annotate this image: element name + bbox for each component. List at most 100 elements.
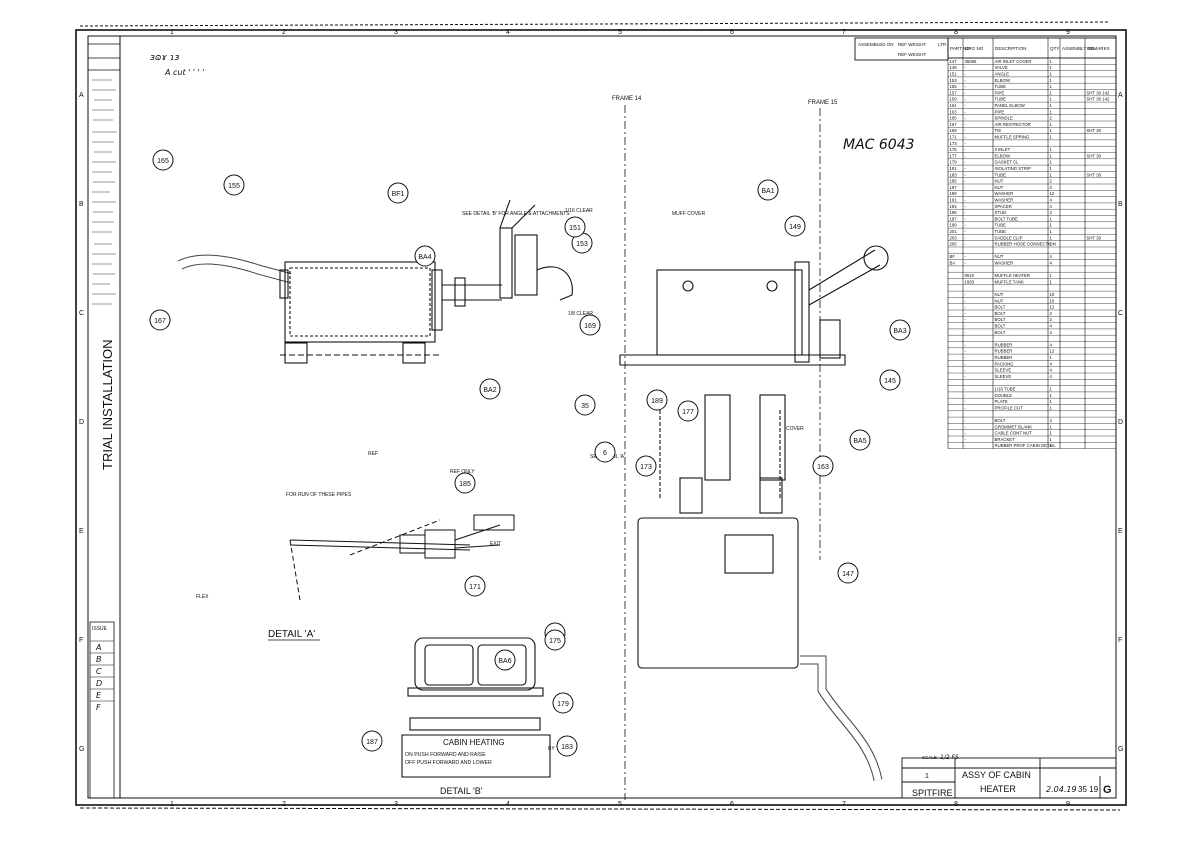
parts-list-cell: WASHER: [995, 261, 1014, 266]
aircraft-name: SPITFIRE: [912, 788, 953, 798]
grid-row-label: A: [79, 92, 84, 99]
parts-list-cell: 2: [1050, 185, 1053, 190]
parts-list-cell: 4: [1050, 324, 1053, 329]
grid-row-label: B: [1118, 201, 1123, 208]
parts-list-cell: ANGLE: [995, 72, 1010, 77]
parts-list-cell: 1: [1050, 172, 1053, 177]
revision-header: ISSUE: [92, 626, 108, 632]
parts-list-cell: -: [965, 90, 967, 95]
revision-letter: E: [96, 691, 102, 700]
parts-list-cell: TUBE: [995, 223, 1007, 228]
parts-list-cell: -: [965, 172, 967, 177]
parts-list-cell: TUBE: [995, 84, 1007, 89]
grid-column-label: 6: [730, 29, 734, 36]
parts-list-cell: 1: [1050, 393, 1053, 398]
balloon-number: 163: [817, 464, 829, 471]
balloon-number: 189: [651, 398, 663, 405]
grid-column-label: 4: [506, 29, 510, 36]
note-clear-2: 1/16 CLEAR: [565, 208, 593, 214]
grid-column-label: 3: [394, 29, 398, 36]
parts-list-cell: TUBE: [995, 172, 1007, 177]
parts-list-cell: -: [965, 424, 967, 429]
parts-list-cell: ELBOW: [995, 153, 1011, 158]
parts-list-cell: 3 INLET: [995, 147, 1011, 152]
parts-list-cell: 1: [1050, 97, 1053, 102]
parts-list-cell: 173: [950, 141, 958, 146]
parts-list-cell: -: [965, 103, 967, 108]
parts-list-cell: 4: [1050, 198, 1053, 203]
item-balloon: BA5: [849, 429, 871, 451]
parts-list-cell: BOLT: [995, 305, 1006, 310]
item-balloon: 149: [784, 215, 806, 237]
parts-list-cell: 189: [950, 191, 958, 196]
parts-list-cell: -: [965, 242, 967, 247]
balloon-number: 185: [459, 481, 471, 488]
parts-list-cell: -: [965, 437, 967, 442]
trial-installation-label: TRIAL INSTALLATION: [100, 339, 115, 470]
parts-list-cell: SHT 30: [1087, 172, 1102, 177]
balloon-circle: [635, 455, 657, 477]
parts-list-cell: -: [965, 431, 967, 436]
item-balloon: BA2: [479, 378, 501, 400]
balloon-number: 169: [584, 323, 596, 330]
parts-list-cell: SHT 30 142: [1087, 97, 1110, 102]
parts-list-cell: 1: [1050, 109, 1053, 114]
balloon-circle: [849, 429, 871, 451]
parts-list-cell: 149: [950, 65, 958, 70]
parts-list-cell: 4: [1050, 261, 1053, 266]
item-balloon: 145: [879, 369, 901, 391]
parts-list-cell: BOLT: [995, 324, 1006, 329]
revision-letter: A: [95, 643, 101, 652]
detail-a-label: DETAIL 'A': [268, 629, 315, 640]
cabin-heating-on: ON PUSH FORWARD AND RAISE: [405, 752, 486, 758]
revision-letter: F: [96, 703, 101, 712]
balloon-circle: [223, 174, 245, 196]
valve-body: [499, 227, 513, 299]
parts-list-cell: MUFFLE HEATER: [995, 273, 1031, 278]
muff-flange-left: [279, 269, 289, 299]
parts-list-cell: 10: [1050, 292, 1055, 297]
balloon-number: 35: [581, 403, 589, 410]
balloon-number: 175: [549, 638, 561, 645]
parts-list-cell: NUT: [995, 298, 1004, 303]
note-clear-1: 1/8 CLEAR: [568, 311, 593, 317]
item-balloon: 185: [454, 472, 476, 494]
item-balloon: BA1: [757, 179, 779, 201]
left-heater-view: [177, 199, 573, 364]
parts-header-cell: PART NO: [950, 46, 970, 51]
parts-list-cell: PROFILE CUT: [995, 405, 1024, 410]
grid-column-label: 1: [170, 29, 174, 36]
parts-list-cell: 1: [1050, 279, 1053, 284]
grid-column-label: 3: [394, 801, 398, 808]
parts-list-cell: -: [965, 153, 967, 158]
parts-list-cell: 193: [950, 204, 958, 209]
item-balloon: 6: [594, 441, 616, 463]
title-block-frame: [901, 757, 1117, 799]
parts-list-cell: 2: [1050, 311, 1053, 316]
balloon-number: 183: [561, 744, 573, 751]
grid-row-label: D: [1118, 419, 1123, 426]
balloon-circle: [837, 562, 859, 584]
